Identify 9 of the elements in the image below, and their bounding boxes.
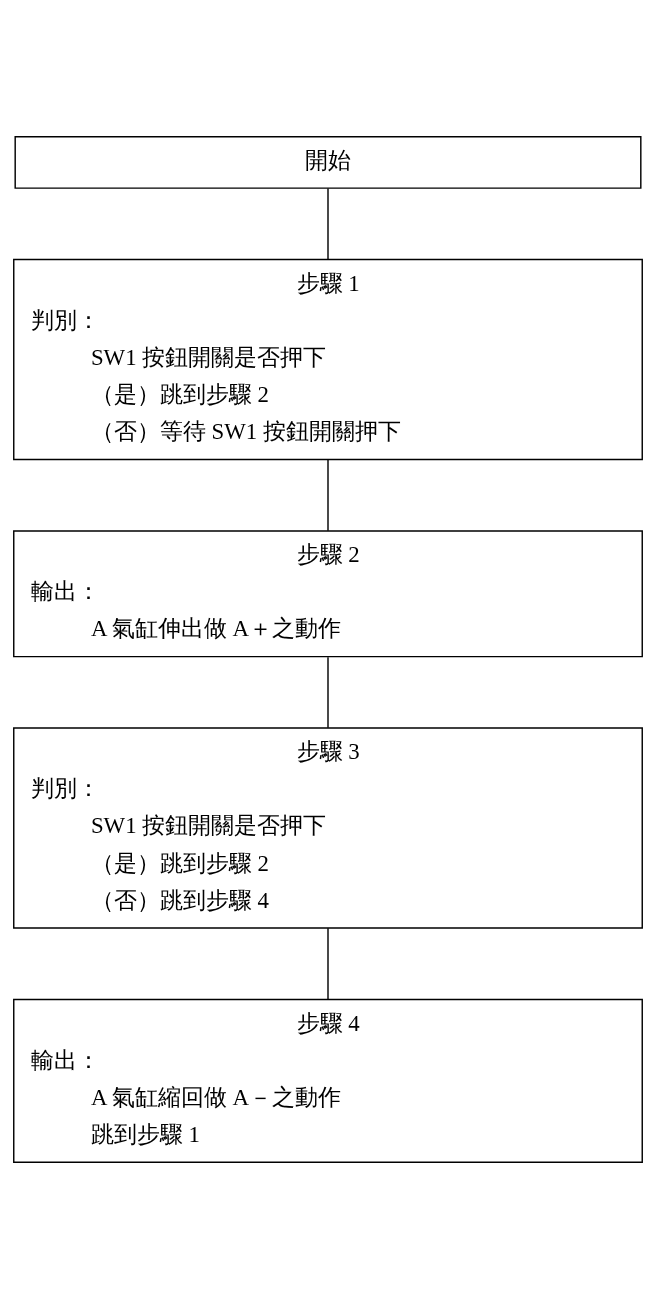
- node-box: 步驟 2 輸出： A 氣缸伸出做 A＋之動作: [13, 529, 643, 657]
- connector: [327, 458, 329, 531]
- node-box: 開始: [14, 135, 642, 189]
- connector: [327, 187, 329, 260]
- node-box: 步驟 3 判別： SW1 按鈕開關是否押下 （是）跳到步驟 2 （否）跳到步驟 4: [13, 726, 643, 929]
- node-box: 步驟 1 判別： SW1 按鈕開關是否押下 （是）跳到步驟 2 （否）等待 SW1 按鈕開關押下: [13, 258, 643, 460]
- connector: [327, 656, 329, 728]
- connector: [327, 927, 329, 1000]
- node-box: 步驟 4 輸出： A 氣缸縮回做 A－之動作 跳到步驟 1: [13, 998, 643, 1163]
